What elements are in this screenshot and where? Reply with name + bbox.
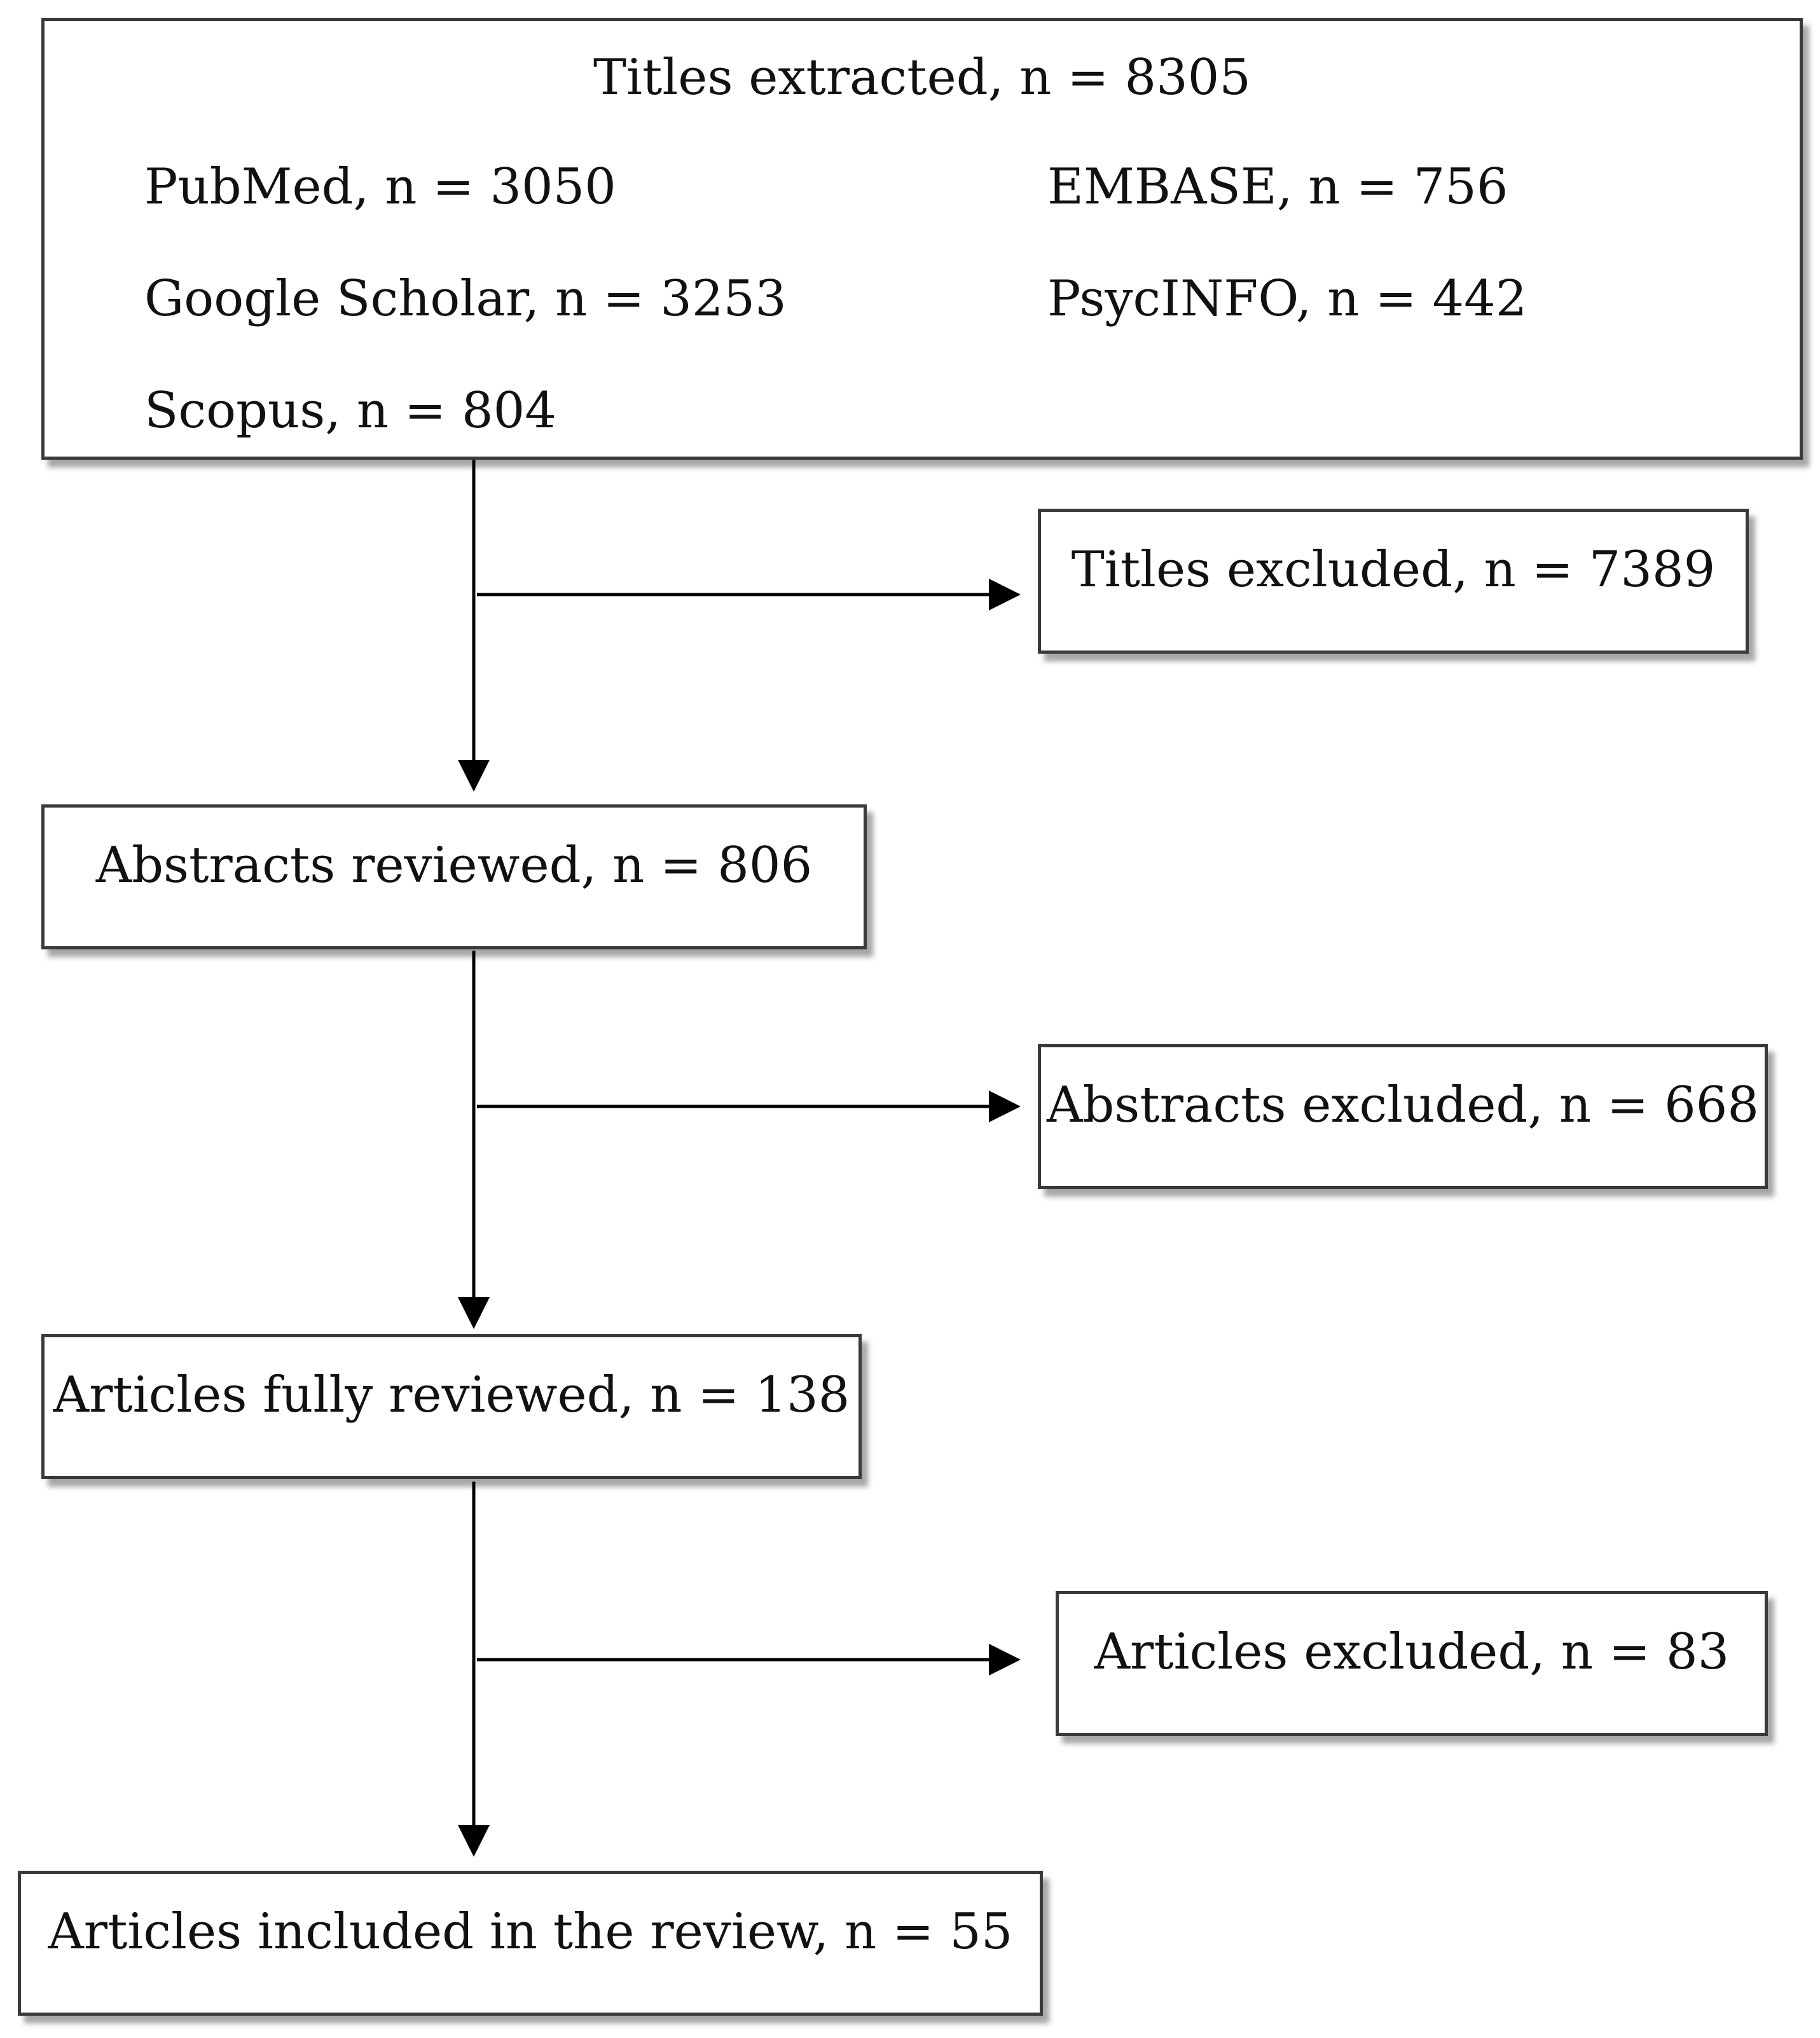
source-google-scholar: Google Scholar, n = 3253 — [144, 270, 787, 327]
source-pubmed: PubMed, n = 3050 — [144, 158, 616, 216]
abstracts-reviewed-label: Abstracts reviewed, n = 806 — [95, 837, 813, 894]
titles-excluded-label: Titles excluded, n = 7389 — [1071, 541, 1716, 598]
articles-fully-reviewed-box: Articles fully reviewed, n = 138 — [41, 1334, 862, 1479]
titles-extracted-box: Titles extracted, n = 8305 PubMed, n = 3… — [41, 18, 1803, 460]
source-scopus: Scopus, n = 804 — [144, 382, 556, 439]
articles-excluded-box: Articles excluded, n = 83 — [1056, 1591, 1768, 1736]
source-psycinfo: PsycINFO, n = 442 — [1047, 270, 1527, 327]
abstracts-excluded-box: Abstracts excluded, n = 668 — [1038, 1044, 1768, 1189]
titles-extracted-label: Titles extracted, n = 8305 — [593, 49, 1251, 106]
articles-fully-reviewed-label: Articles fully reviewed, n = 138 — [53, 1367, 850, 1424]
abstracts-reviewed-box: Abstracts reviewed, n = 806 — [41, 804, 867, 949]
source-embase: EMBASE, n = 756 — [1047, 158, 1508, 216]
titles-excluded-box: Titles excluded, n = 7389 — [1038, 509, 1749, 654]
articles-excluded-label: Articles excluded, n = 83 — [1094, 1623, 1730, 1681]
abstracts-excluded-label: Abstracts excluded, n = 668 — [1047, 1077, 1759, 1134]
articles-included-label: Articles included in the review, n = 55 — [48, 1903, 1013, 1960]
articles-included-box: Articles included in the review, n = 55 — [18, 1871, 1043, 2016]
